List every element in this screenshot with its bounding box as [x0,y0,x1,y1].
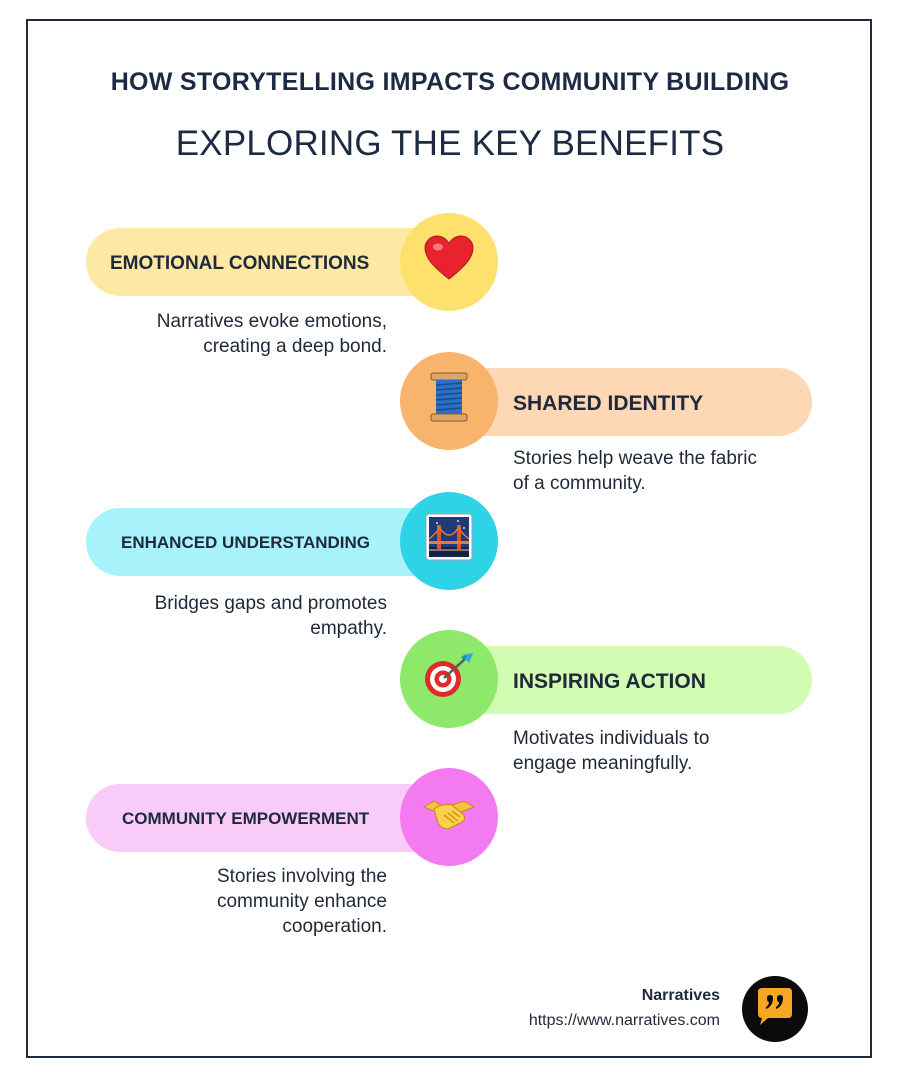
benefit-label: ENHANCED UNDERSTANDING [121,533,371,552]
description-line: cooperation. [282,916,387,937]
description-line: Narratives evoke emotions, [156,311,387,332]
description-line: Stories help weave the fabric [513,448,757,469]
benefit-circle [400,213,498,311]
page-title: HOW STORYTELLING IMPACTS COMMUNITY BUILD… [110,68,790,96]
benefit-circle [400,492,498,590]
benefit-label: COMMUNITY EMPOWERMENT [122,809,370,828]
benefit-label: INSPIRING ACTION [513,670,706,693]
description-line: creating a deep bond. [203,336,387,357]
benefit-description: Narratives evoke emotions, creating a de… [157,309,387,359]
brand-url-link[interactable]: https://www.narratives.com [528,1012,720,1029]
benefit-description: Motivates individuals to engage meaningf… [513,726,709,776]
benefit-circle [400,768,498,866]
target-dart-icon [423,651,475,707]
benefit-circle [400,352,498,450]
description-line: engage meaningfully. [513,753,693,774]
thread-spool-icon [429,371,469,431]
handshake-icon [422,793,476,841]
description-line: Motivates individuals to [513,728,710,749]
description-line: community enhance [216,891,387,912]
benefit-description: Stories involving the community enhance … [217,864,387,939]
description-line: of a community. [513,473,646,494]
benefit-description: Bridges gaps and promotes empathy. [155,591,387,641]
page-subtitle: EXPLORING THE KEY BENEFITS [175,124,725,163]
benefit-label: EMOTIONAL CONNECTIONS [110,253,370,274]
speech-quote-icon [754,986,796,1033]
bridge-at-night-icon [425,513,473,569]
description-line: Stories involving the [216,866,387,887]
benefit-description: Stories help weave the fabric of a commu… [513,446,757,496]
brand-name: Narratives [641,987,720,1004]
benefit-label: SHARED IDENTITY [513,392,704,415]
brand-logo [742,976,808,1042]
description-line: empathy. [310,618,387,639]
heart-icon [424,235,474,289]
benefit-circle [400,630,498,728]
description-line: Bridges gaps and promotes [154,593,387,614]
